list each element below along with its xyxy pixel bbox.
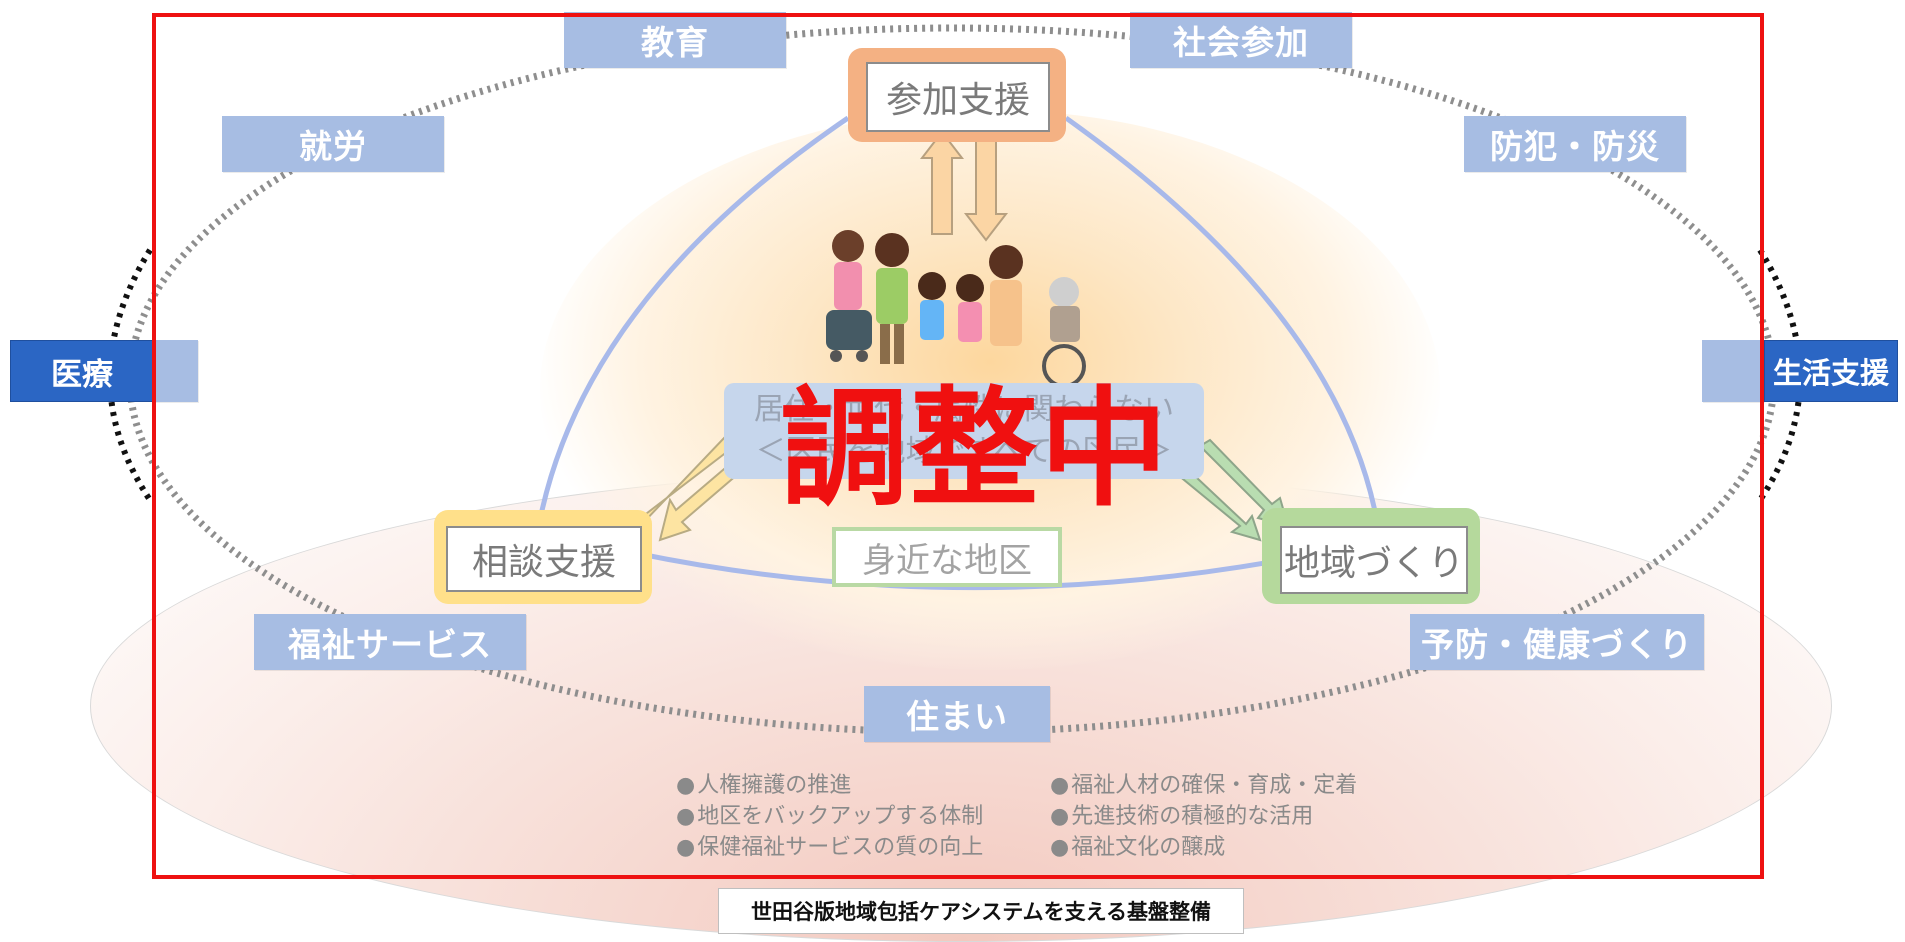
family-illustration: [826, 230, 1086, 388]
red-border-frame: [152, 13, 1764, 879]
center-residents-box: 居住・世代・属性に関わらない ＜区民を地域ですべての区民＞: [724, 383, 1204, 479]
category-crime-disaster-prevention: 防犯・防災: [1464, 116, 1686, 172]
category-social-participation: 社会参加: [1130, 12, 1352, 68]
under-adjustment-stamp: 調整中: [779, 375, 1170, 524]
bullet-item: 福祉文化の醸成: [1050, 832, 1357, 863]
community-building: 地域づくり: [1280, 526, 1468, 594]
participation-support: 参加支援: [866, 62, 1050, 132]
category-employment: 就労: [222, 116, 444, 172]
category-life-support: 生活支援: [1764, 340, 1898, 402]
category-education: 教育: [564, 12, 786, 68]
center-line-2: ＜区民を地域ですべての区民＞: [755, 434, 1173, 469]
category-welfare-services: 福祉サービス: [254, 614, 526, 670]
bullet-list-right: 福祉人材の確保・育成・定着 先進技術の積極的な活用 福祉文化の醸成: [1050, 770, 1357, 863]
category-prevention-health: 予防・健康づくり: [1410, 614, 1704, 670]
right-black-arc: [1757, 248, 1803, 502]
footer-title: 世田谷版地域包括ケアシステムを支える基盤整備: [718, 888, 1244, 934]
blue-triangle: [535, 115, 1383, 591]
arrow-green-upleft: [1170, 460, 1262, 542]
category-life-support-bg: [1702, 340, 1764, 402]
bullet-list-left: 人権擁護の推進 地区をバックアップする体制 保健福祉サービスの質の向上: [676, 770, 983, 863]
category-medical: 医療: [10, 340, 154, 402]
bullet-item: 地区をバックアップする体制: [676, 801, 983, 832]
bullet-item: 保健福祉サービスの質の向上: [676, 832, 983, 863]
consultation-support: 相談支援: [446, 526, 642, 592]
left-black-arc: [107, 248, 153, 502]
arrow-up-orange: [919, 130, 965, 235]
center-line-1: 居住・世代・属性に関わらない: [754, 392, 1174, 427]
bullet-item: 先進技術の積極的な活用: [1050, 801, 1357, 832]
category-medical-bg: [152, 340, 198, 402]
bullet-item: 福祉人材の確保・育成・定着: [1050, 770, 1357, 801]
district-label: 身近な地区: [832, 527, 1062, 587]
bullet-item: 人権擁護の推進: [676, 770, 983, 801]
category-housing: 住まい: [864, 686, 1050, 742]
